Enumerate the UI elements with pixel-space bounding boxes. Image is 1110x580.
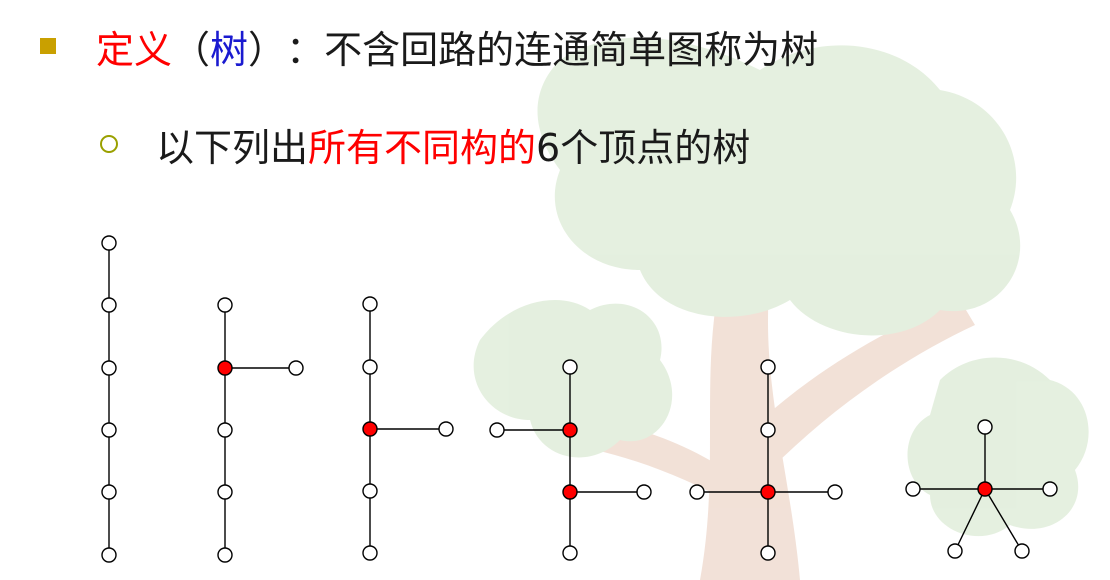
vertex (947, 543, 963, 559)
vertex (101, 422, 117, 438)
tree-1-path (101, 235, 117, 563)
definition-term: 定义 (96, 27, 173, 72)
vertex (101, 235, 117, 251)
vertex (689, 484, 705, 500)
vertex (905, 481, 921, 497)
vertex (362, 359, 378, 375)
vertex (562, 422, 578, 438)
sub-point-line: 以下列出 所有不同构的 6个顶点的树 (100, 112, 750, 176)
vertex (217, 360, 233, 376)
vertex (1014, 543, 1030, 559)
vertex (217, 422, 233, 438)
sub-point-suffix: 6个顶点的树 (536, 125, 751, 170)
vertex (101, 547, 117, 563)
vertex (489, 422, 505, 438)
tree-3 (362, 296, 454, 561)
vertex (362, 296, 378, 312)
definition-text: 不含回路的连通简单图称为树 (324, 27, 819, 72)
vertex (827, 484, 843, 500)
circle-bullet-icon (100, 135, 118, 153)
square-bullet-icon (40, 38, 56, 54)
vertex (977, 419, 993, 435)
vertex (760, 484, 776, 500)
vertex (217, 484, 233, 500)
vertex (636, 484, 652, 500)
vertex (217, 547, 233, 563)
vertex (760, 422, 776, 438)
vertex (101, 484, 117, 500)
tree-2 (217, 297, 304, 563)
vertex (288, 360, 304, 376)
tree-5 (689, 359, 843, 561)
vertex (101, 297, 117, 313)
vertex (101, 360, 117, 376)
vertex (977, 481, 993, 497)
vertex (362, 545, 378, 561)
sub-point-prefix: 以下列出 (156, 125, 309, 170)
vertex (1042, 481, 1058, 497)
sub-point-highlight: 所有不同构的 (308, 125, 537, 170)
definition-colon: ： (286, 27, 325, 72)
tree-6-star (905, 419, 1058, 559)
vertex (562, 545, 578, 561)
vertex (760, 359, 776, 375)
tree-4 (489, 359, 652, 561)
vertex (362, 421, 378, 437)
open-paren: （ (172, 27, 211, 72)
definition-keyword: 树 (210, 27, 249, 72)
close-paren: ） (248, 27, 287, 72)
vertex (562, 484, 578, 500)
vertex (217, 297, 233, 313)
vertex (438, 421, 454, 437)
definition-line: 定义 （ 树 ） ： 不含回路的连通简单图称为树 (40, 14, 818, 78)
vertex (760, 545, 776, 561)
vertex (562, 359, 578, 375)
vertex (362, 483, 378, 499)
